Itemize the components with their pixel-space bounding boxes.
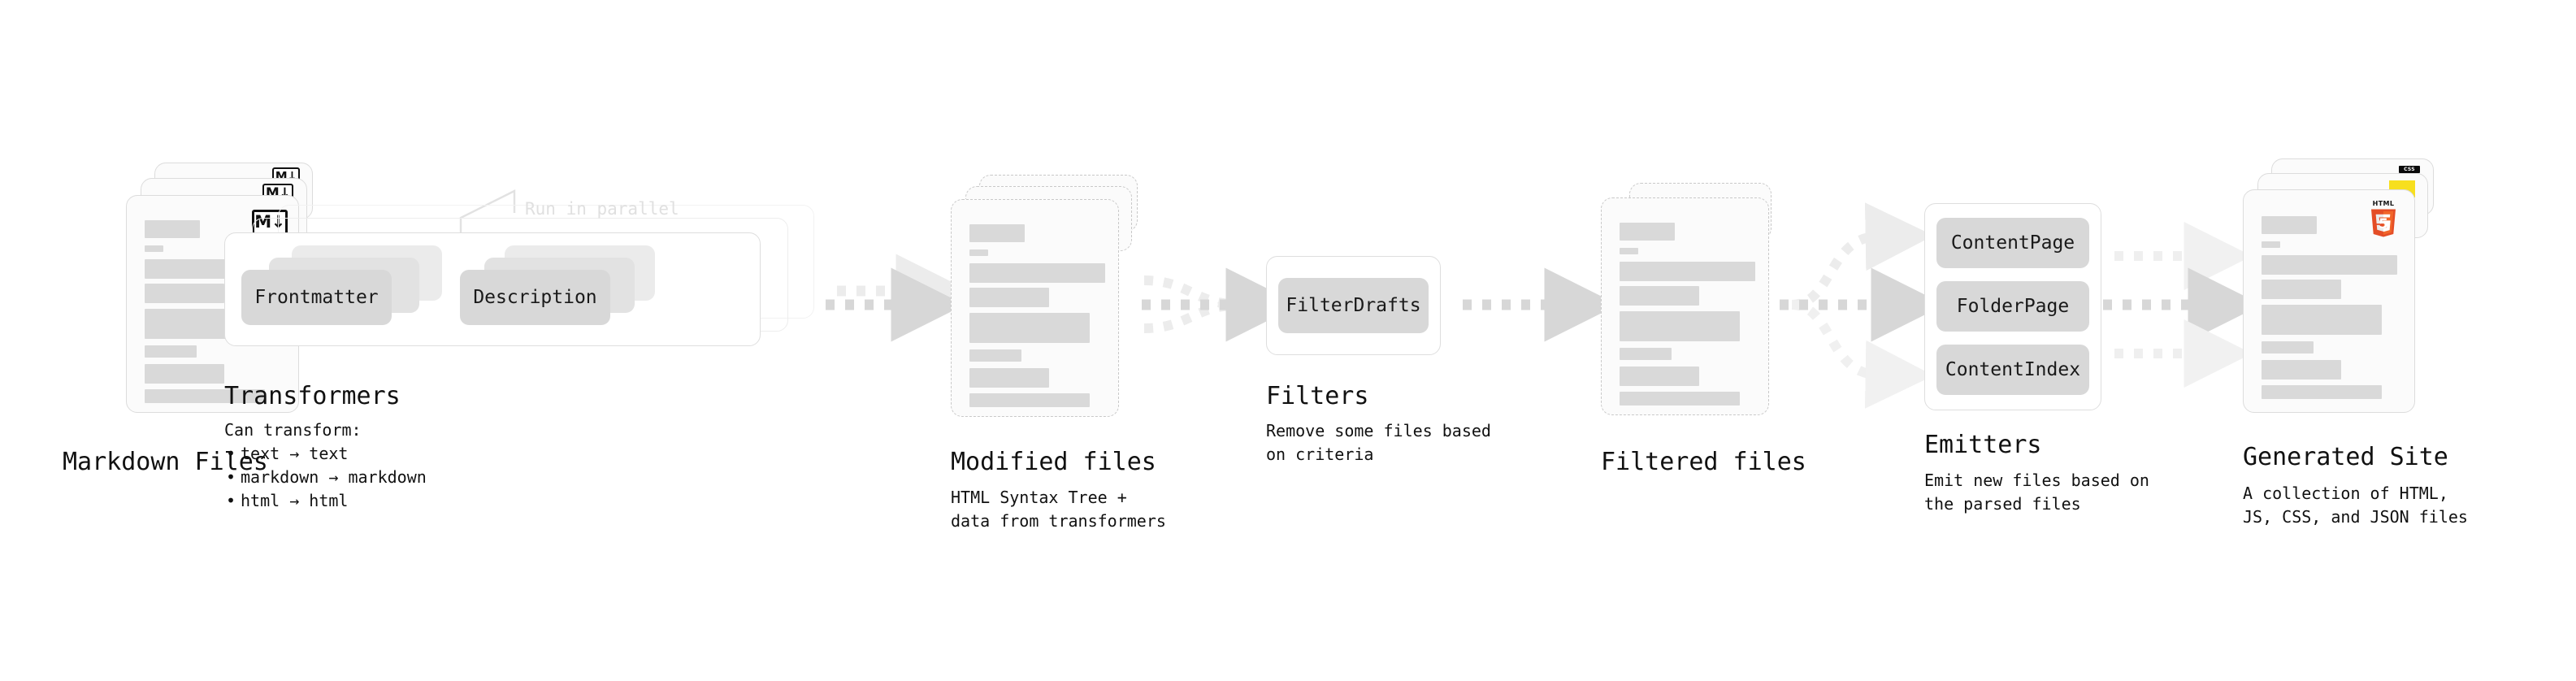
pill-frontmatter[interactable]: Frontmatter: [241, 270, 392, 325]
pill-filterdrafts[interactable]: FilterDrafts: [1278, 278, 1429, 333]
stage-title-modified-files: Modified files: [951, 448, 1156, 476]
arrow-emitters-to-site: [2103, 222, 2262, 388]
doc-bar: [2262, 305, 2382, 335]
transformers-group: Frontmatter Description: [224, 187, 850, 349]
pill-contentpage[interactable]: ContentPage: [1936, 218, 2089, 268]
pill-folderpage-label: FolderPage: [1956, 296, 2070, 317]
emitters-group: ContentPage FolderPage ContentIndex: [1924, 203, 2107, 414]
doc-bar: [969, 249, 988, 256]
pill-description[interactable]: Description: [460, 270, 610, 325]
doc-bar: [1620, 348, 1672, 360]
doc-bar: [969, 263, 1105, 283]
doc-bar: [969, 393, 1090, 407]
pill-contentindex[interactable]: ContentIndex: [1936, 345, 2089, 395]
stage-title-filters: Filters: [1266, 382, 1369, 410]
transformers-bullet-item: markdown → markdown: [226, 466, 427, 489]
transformers-bullet-item: html → html: [226, 489, 427, 513]
doc-bar: [2262, 385, 2382, 399]
stage-caption-emitters: Emit new files based on the parsed files: [1924, 471, 2149, 514]
stage-title-emitters: Emitters: [1924, 431, 2042, 459]
filters-group: FilterDrafts: [1266, 256, 1441, 358]
doc-bar: [1620, 311, 1740, 341]
stage-title-transformers: Transformers: [224, 382, 401, 410]
pill-contentindex-label: ContentIndex: [1945, 359, 2081, 380]
doc-bar: [1620, 286, 1699, 306]
doc-bar: [1620, 223, 1675, 241]
transformers-bullets-header: Can transform:: [224, 420, 362, 440]
pill-contentpage-label: ContentPage: [1950, 232, 2075, 254]
filtered-files-stack: [1601, 183, 1796, 435]
stage-title-filtered-files: Filtered files: [1601, 448, 1806, 476]
modified-files-stack: [951, 175, 1146, 427]
doc-bar: [1620, 367, 1699, 386]
site-card-front: [2243, 189, 2415, 413]
doc-bar: [969, 349, 1021, 362]
doc-bar: [969, 288, 1049, 307]
doc-bar: [1620, 248, 1638, 254]
doc-bar: [145, 389, 265, 403]
doc-bar: [145, 364, 224, 384]
css3-icon-label: CSS: [2404, 167, 2415, 172]
doc-bar: [2262, 341, 2314, 354]
filtered-card-front: [1601, 197, 1769, 415]
stage-caption-modified-files: HTML Syntax Tree + data from transformer…: [951, 488, 1166, 531]
stage-title-generated-site: Generated Site: [2243, 443, 2448, 471]
html5-icon-number: 5: [2379, 216, 2388, 232]
doc-bar: [2262, 216, 2317, 234]
doc-bar: [2262, 255, 2397, 275]
doc-bar: [969, 368, 1049, 388]
pill-frontmatter-label: Frontmatter: [254, 287, 379, 308]
stage-caption-generated-site: A collection of HTML, JS, CSS, and JSON …: [2243, 484, 2468, 527]
doc-bar: [145, 245, 163, 252]
doc-bar: [145, 220, 200, 238]
html5-icon: HTML 5: [2366, 199, 2400, 238]
transformers-bullet-item: text → text: [226, 442, 427, 466]
doc-bar: [145, 345, 197, 358]
generated-site-stack: CSS HTML: [2243, 158, 2454, 427]
pill-folderpage[interactable]: FolderPage: [1936, 281, 2089, 332]
doc-bar: [969, 224, 1025, 242]
doc-bar: [145, 284, 224, 303]
modified-card-front: [951, 199, 1119, 417]
stage-caption-filters: Remove some files based on criteria: [1266, 421, 1491, 464]
doc-bar: [2262, 360, 2341, 380]
doc-bar: [1620, 392, 1740, 406]
doc-bar: [969, 313, 1090, 343]
run-in-parallel-label: Run in parallel: [525, 199, 679, 219]
doc-bar: [2262, 241, 2280, 248]
transformers-bullets: Can transform: text → text markdown → ma…: [224, 419, 427, 513]
arrow-modified-to-filters: [1142, 267, 1300, 342]
doc-bar: [2262, 280, 2341, 299]
pill-description-label: Description: [473, 287, 597, 308]
pill-filterdrafts-label: FilterDrafts: [1286, 295, 1421, 316]
markdown-files-stack: M↓ M↓ M↓: [126, 163, 321, 414]
html5-icon-label: HTML: [2372, 200, 2395, 207]
doc-bar: [1620, 262, 1755, 281]
